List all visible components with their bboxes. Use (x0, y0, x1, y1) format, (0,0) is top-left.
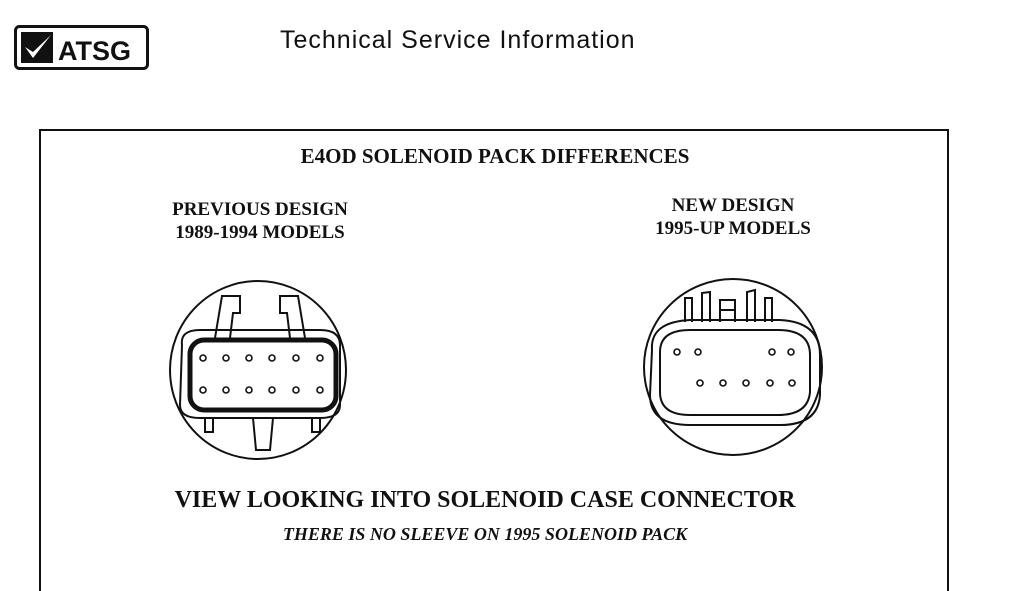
previous-connector-diagram (169, 280, 347, 460)
new-design-heading: NEW DESIGN (671, 195, 795, 216)
pin-hole (788, 379, 796, 387)
document-title: E4OD SOLENOID PACK DIFFERENCES (300, 144, 690, 168)
previous-design-heading: PREVIOUS DESIGN (172, 199, 348, 220)
previous-design-years: 1989-1994 MODELS (175, 222, 345, 243)
pin-hole (316, 386, 324, 394)
connector-diagrams (169, 278, 823, 460)
previous-design-label: PREVIOUS DESIGN 1989-1994 MODELS (110, 198, 410, 244)
header-title: Technical Service Information (280, 26, 636, 54)
view-caption: VIEW LOOKING INTO SOLENOID CASE CONNECTO… (174, 487, 796, 513)
pin-hole (696, 379, 704, 387)
pin-hole (768, 348, 776, 356)
pin-hole (292, 354, 300, 362)
pin-hole (222, 386, 230, 394)
atsg-logo: ATSG (14, 25, 149, 70)
pin-hole (245, 386, 253, 394)
new-connector-diagram (643, 278, 823, 456)
pin-hole (719, 379, 727, 387)
pin-hole (199, 354, 207, 362)
pin-hole (268, 354, 276, 362)
pin-hole (694, 348, 702, 356)
pin-hole (742, 379, 750, 387)
pin-hole (673, 348, 681, 356)
new-design-years: 1995-UP MODELS (655, 218, 811, 239)
pin-hole (766, 379, 774, 387)
svg-text:ATSG: ATSG (58, 36, 131, 66)
new-design-label: NEW DESIGN 1995-UP MODELS (583, 194, 883, 240)
pin-hole (245, 354, 253, 362)
pin-hole (222, 354, 230, 362)
pin-hole (199, 386, 207, 394)
pin-hole (292, 386, 300, 394)
pin-hole (787, 348, 795, 356)
document-frame (39, 129, 949, 591)
pin-hole (268, 386, 276, 394)
sleeve-note: THERE IS NO SLEEVE ON 1995 SOLENOID PACK (282, 524, 688, 544)
pin-hole (316, 354, 324, 362)
